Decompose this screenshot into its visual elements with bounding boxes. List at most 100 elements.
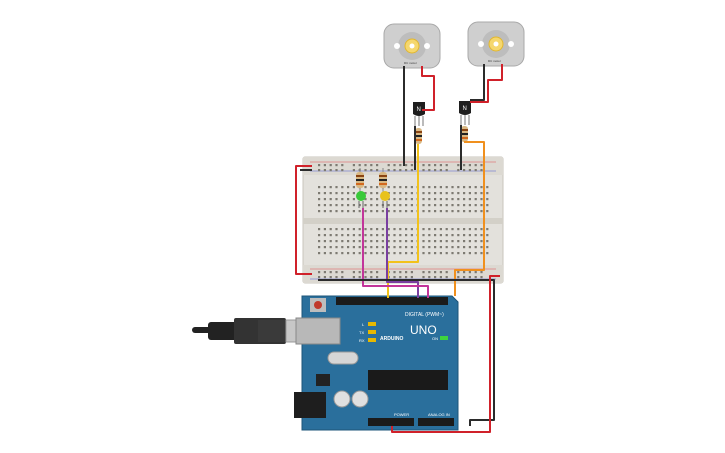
breadboard-hole[interactable] [474, 204, 477, 207]
breadboard-hole[interactable] [387, 204, 390, 207]
rail-hole[interactable] [445, 164, 448, 167]
power-jack[interactable] [294, 392, 326, 418]
breadboard-hole[interactable] [393, 234, 396, 237]
breadboard-hole[interactable] [364, 240, 367, 243]
breadboard-hole[interactable] [352, 246, 355, 249]
breadboard-hole[interactable] [439, 186, 442, 189]
rail-hole[interactable] [434, 164, 437, 167]
rail-hole[interactable] [410, 271, 413, 274]
breadboard-hole[interactable] [323, 192, 326, 195]
breadboard[interactable] [302, 156, 504, 284]
breadboard-hole[interactable] [410, 252, 413, 255]
wire-motor1-red[interactable] [421, 66, 435, 111]
breadboard-hole[interactable] [405, 228, 408, 231]
breadboard-hole[interactable] [428, 228, 431, 231]
breadboard-hole[interactable] [405, 198, 408, 201]
rail-hole[interactable] [364, 164, 367, 167]
breadboard-hole[interactable] [434, 246, 437, 249]
breadboard-hole[interactable] [486, 186, 489, 189]
breadboard-hole[interactable] [468, 210, 471, 213]
breadboard-hole[interactable] [364, 186, 367, 189]
breadboard-hole[interactable] [480, 240, 483, 243]
breadboard-hole[interactable] [474, 192, 477, 195]
breadboard-hole[interactable] [335, 240, 338, 243]
breadboard-hole[interactable] [352, 204, 355, 207]
breadboard-hole[interactable] [329, 186, 332, 189]
breadboard-hole[interactable] [364, 252, 367, 255]
breadboard-hole[interactable] [474, 186, 477, 189]
breadboard-hole[interactable] [434, 186, 437, 189]
breadboard-hole[interactable] [428, 198, 431, 201]
breadboard-hole[interactable] [352, 198, 355, 201]
breadboard-hole[interactable] [323, 252, 326, 255]
breadboard-hole[interactable] [405, 240, 408, 243]
rail-hole[interactable] [358, 164, 361, 167]
breadboard-hole[interactable] [399, 228, 402, 231]
breadboard-hole[interactable] [439, 252, 442, 255]
breadboard-hole[interactable] [474, 252, 477, 255]
breadboard-hole[interactable] [381, 252, 384, 255]
rail-hole[interactable] [387, 169, 390, 172]
breadboard-hole[interactable] [410, 204, 413, 207]
rail-hole[interactable] [463, 169, 466, 172]
rail-hole[interactable] [468, 169, 471, 172]
rail-hole[interactable] [370, 271, 373, 274]
rail-hole[interactable] [468, 164, 471, 167]
breadboard-hole[interactable] [335, 198, 338, 201]
breadboard-hole[interactable] [341, 228, 344, 231]
rail-hole[interactable] [480, 164, 483, 167]
breadboard-hole[interactable] [486, 192, 489, 195]
breadboard-hole[interactable] [439, 228, 442, 231]
breadboard-hole[interactable] [341, 234, 344, 237]
rail-hole[interactable] [358, 276, 361, 279]
breadboard-hole[interactable] [358, 228, 361, 231]
breadboard-hole[interactable] [474, 198, 477, 201]
breadboard-hole[interactable] [457, 204, 460, 207]
breadboard-hole[interactable] [352, 240, 355, 243]
dc-motor-1[interactable]: DC motor [383, 23, 441, 69]
breadboard-hole[interactable] [347, 234, 350, 237]
breadboard-hole[interactable] [468, 204, 471, 207]
breadboard-hole[interactable] [364, 246, 367, 249]
breadboard-hole[interactable] [451, 228, 454, 231]
rail-hole[interactable] [468, 271, 471, 274]
wire-motor2-red[interactable] [470, 64, 503, 103]
rail-hole[interactable] [439, 276, 442, 279]
breadboard-hole[interactable] [405, 210, 408, 213]
breadboard-hole[interactable] [445, 198, 448, 201]
rail-hole[interactable] [457, 169, 460, 172]
breadboard-hole[interactable] [329, 198, 332, 201]
breadboard-hole[interactable] [341, 240, 344, 243]
rail-hole[interactable] [370, 276, 373, 279]
breadboard-hole[interactable] [364, 192, 367, 195]
breadboard-hole[interactable] [358, 252, 361, 255]
wire-ground[interactable] [318, 279, 495, 426]
wire-red-left[interactable] [295, 165, 312, 275]
breadboard-hole[interactable] [463, 192, 466, 195]
rail-hole[interactable] [474, 276, 477, 279]
rail-hole[interactable] [387, 164, 390, 167]
breadboard-hole[interactable] [329, 252, 332, 255]
breadboard-hole[interactable] [428, 186, 431, 189]
breadboard-hole[interactable] [428, 192, 431, 195]
breadboard-hole[interactable] [445, 204, 448, 207]
breadboard-hole[interactable] [399, 246, 402, 249]
breadboard-hole[interactable] [428, 252, 431, 255]
rail-hole[interactable] [405, 169, 408, 172]
breadboard-hole[interactable] [486, 234, 489, 237]
breadboard-hole[interactable] [468, 198, 471, 201]
reset-button[interactable] [314, 301, 322, 309]
breadboard-hole[interactable] [463, 252, 466, 255]
breadboard-hole[interactable] [347, 228, 350, 231]
breadboard-hole[interactable] [318, 204, 321, 207]
breadboard-hole[interactable] [318, 240, 321, 243]
rail-hole[interactable] [318, 276, 321, 279]
breadboard-hole[interactable] [457, 234, 460, 237]
wire-purple[interactable] [386, 208, 419, 298]
breadboard-hole[interactable] [428, 210, 431, 213]
breadboard-hole[interactable] [405, 246, 408, 249]
rail-hole[interactable] [422, 271, 425, 274]
breadboard-hole[interactable] [399, 198, 402, 201]
breadboard-hole[interactable] [480, 228, 483, 231]
breadboard-hole[interactable] [399, 252, 402, 255]
